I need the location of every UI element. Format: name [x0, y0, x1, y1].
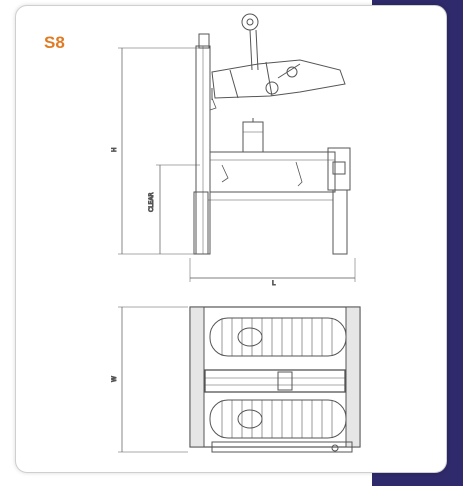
- bottom-roller: [237, 409, 263, 429]
- width-label: W: [111, 376, 118, 382]
- clearance-label: CLEAR: [148, 192, 155, 212]
- right-leg: [332, 189, 348, 255]
- plan-base: [211, 441, 353, 453]
- length-label: L: [272, 280, 276, 287]
- top-roller: [237, 327, 263, 347]
- diagram-card: [15, 5, 447, 473]
- height-label: H: [111, 147, 118, 152]
- bottom-drive-belt: [209, 399, 347, 439]
- control-panel: [332, 161, 346, 175]
- center-tape-head: [204, 369, 346, 393]
- top-view: W: [111, 306, 361, 453]
- control-box: [327, 147, 351, 191]
- tape-roll-top: [241, 13, 259, 31]
- table-body: [209, 151, 336, 193]
- top-drive-belt: [209, 317, 347, 357]
- center-cutter: [277, 371, 293, 391]
- plan-frame: [189, 306, 361, 448]
- top-arm: [211, 59, 346, 99]
- left-leg: [193, 191, 209, 255]
- motor: [242, 121, 264, 153]
- side-view: H CLEAR: [111, 13, 356, 288]
- model-label: S8: [44, 33, 65, 52]
- mast-handle: [198, 33, 210, 49]
